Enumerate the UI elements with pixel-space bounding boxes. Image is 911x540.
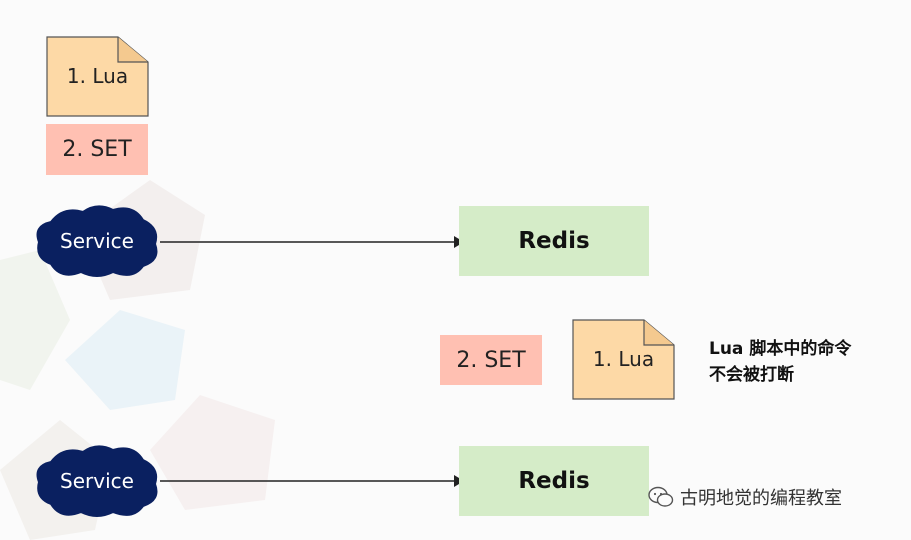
lua-script-document-top: 1. Lua <box>46 36 149 117</box>
redis-node-top: Redis <box>459 206 649 276</box>
document-shape <box>46 36 149 117</box>
lua-script-document-bottom: 1. Lua <box>572 319 675 400</box>
service-node-bottom: Service <box>33 442 161 520</box>
watermark: 古明地觉的编程教室 <box>648 484 842 510</box>
service-label: Service <box>60 469 134 493</box>
note-line-2: 不会被打断 <box>709 365 794 385</box>
service-cloud-shape <box>36 445 158 517</box>
lua-doc-label: 1. Lua <box>592 347 655 371</box>
watermark-text: 古明地觉的编程教室 <box>680 488 842 509</box>
redis-node-bottom: Redis <box>459 446 649 516</box>
document-shape <box>572 319 675 400</box>
lua-atomic-note: Lua 脚本中的命令 不会被打断 <box>709 336 851 388</box>
service-label: Service <box>60 229 134 253</box>
wechat-icon <box>648 486 674 507</box>
service-node-top: Service <box>33 202 161 280</box>
set-command-box-bottom: 2. SET <box>440 335 542 385</box>
lua-doc-label: 1. Lua <box>66 64 129 88</box>
arrow-service-to-redis-bottom <box>160 475 464 487</box>
arrow-service-to-redis-top <box>160 236 464 248</box>
note-line-1: Lua 脚本中的命令 <box>709 339 852 359</box>
set-command-box-top: 2. SET <box>46 124 148 175</box>
service-cloud-shape <box>36 205 158 277</box>
